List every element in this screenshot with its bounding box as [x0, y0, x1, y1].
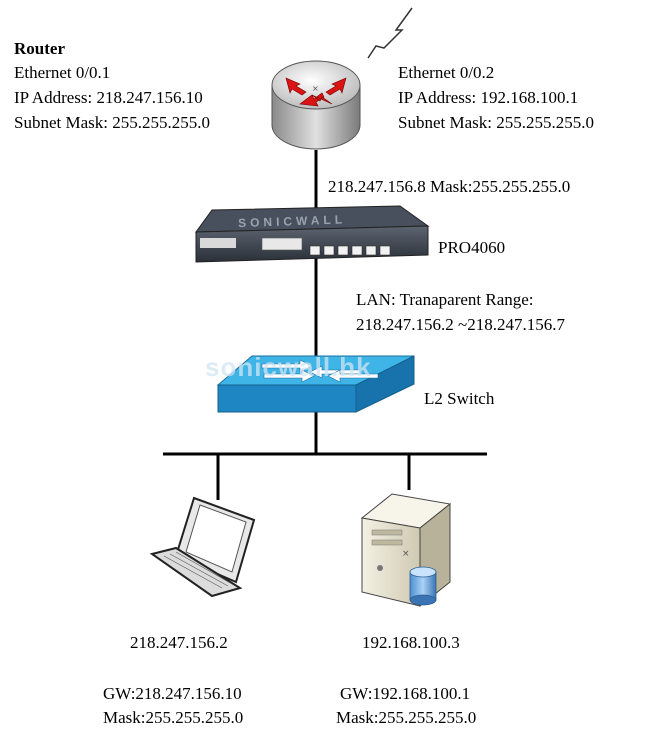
router-right-interface: Ethernet 0/0.2: [398, 63, 495, 82]
svg-text:×: ×: [402, 549, 410, 559]
watermark: sonicwall.hk: [205, 352, 372, 382]
laptop-gateway: GW:218.247.156.10: [103, 684, 242, 703]
firewall-icon: SONICWALL: [194, 205, 430, 263]
server-ip: 192.168.100.3: [362, 633, 460, 652]
router-left-ip: IP Address: 218.247.156.10: [14, 88, 203, 107]
router-left-mask: Subnet Mask: 255.255.255.0: [14, 113, 210, 132]
router-left-interface: Ethernet 0/0.1: [14, 63, 111, 82]
router-title: Router: [14, 39, 65, 58]
router-right-ip: IP Address: 192.168.100.1: [398, 88, 579, 107]
server-mask: Mask:255.255.255.0: [336, 708, 477, 727]
connection-lines: [163, 150, 487, 500]
svg-text:SONICWALL: SONICWALL: [238, 212, 346, 230]
switch-label: L2 Switch: [424, 389, 495, 408]
laptop-ip: 218.247.156.2: [130, 633, 228, 652]
firewall-model-label: PRO4060: [438, 238, 506, 257]
antenna-icon: [367, 7, 413, 59]
svg-text:×: ×: [312, 84, 319, 93]
lan-range-title: LAN: Tranaparent Range:: [356, 290, 534, 309]
router-right-mask: Subnet Mask: 255.255.255.0: [398, 113, 594, 132]
switch-icon: [216, 355, 415, 413]
router-icon: ×: [271, 60, 361, 150]
laptop-icon: [149, 496, 256, 598]
server-gateway: GW:192.168.100.1: [340, 684, 471, 703]
wan-address-label: 218.247.156.8 Mask:255.255.255.0: [328, 177, 571, 196]
laptop-mask: Mask:255.255.255.0: [103, 708, 244, 727]
lan-range-value: 218.247.156.2 ~218.247.156.7: [356, 315, 565, 334]
server-icon: ×: [360, 493, 452, 608]
